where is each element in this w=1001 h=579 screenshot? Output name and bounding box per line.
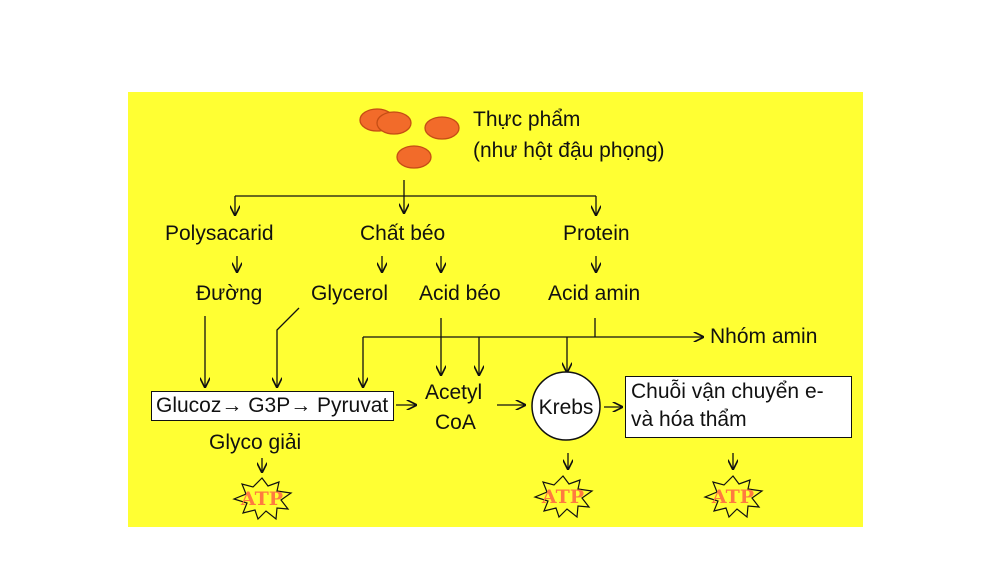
food-label: Thực phẩm	[473, 108, 581, 131]
food-example-label: (như hột đậu phọng)	[473, 139, 665, 162]
atp-krebs: ATP	[532, 476, 594, 520]
glycolysis-label: Glyco giải	[209, 431, 302, 454]
acetyl-label: Acetyl	[425, 381, 483, 404]
diagram-panel	[128, 92, 863, 527]
amino-acid-label: Acid amin	[548, 282, 641, 305]
atp-burst-icon	[232, 477, 293, 521]
polysaccharide-label: Polysacarid	[165, 222, 274, 245]
chemiosmosis-label: và hóa thẩm	[631, 408, 747, 431]
protein-label: Protein	[563, 222, 630, 245]
atp-burst-icon	[703, 475, 764, 519]
amino-group-label: Nhóm amin	[710, 325, 818, 348]
krebs-circle	[531, 371, 601, 441]
fatty-acid-label: Acid béo	[419, 282, 501, 305]
coa-label: CoA	[435, 411, 476, 434]
electron-chain-box: Chuỗi vận chuyển e- và hóa thẩm	[625, 376, 852, 438]
electron-chain-label: Chuỗi vận chuyển e-	[631, 380, 824, 403]
atp-glycolysis: ATP	[231, 478, 293, 522]
atp-label: ATP	[541, 486, 585, 508]
atp-burst-icon	[533, 475, 594, 519]
atp-electron-chain: ATP	[702, 476, 764, 520]
atp-label: ATP	[711, 486, 755, 508]
glycolysis-pathway-label: Glucoz→ G3P→ Pyruvat	[156, 394, 389, 417]
sugar-label: Đường	[196, 282, 263, 305]
krebs-label: Krebs	[538, 396, 594, 419]
atp-label: ATP	[240, 488, 284, 510]
peanut-seeds-icon	[359, 108, 460, 169]
glycolysis-box: Glucoz→ G3P→ Pyruvat	[151, 391, 394, 421]
glycerol-label: Glycerol	[311, 282, 389, 305]
fat-label: Chất béo	[360, 222, 446, 245]
